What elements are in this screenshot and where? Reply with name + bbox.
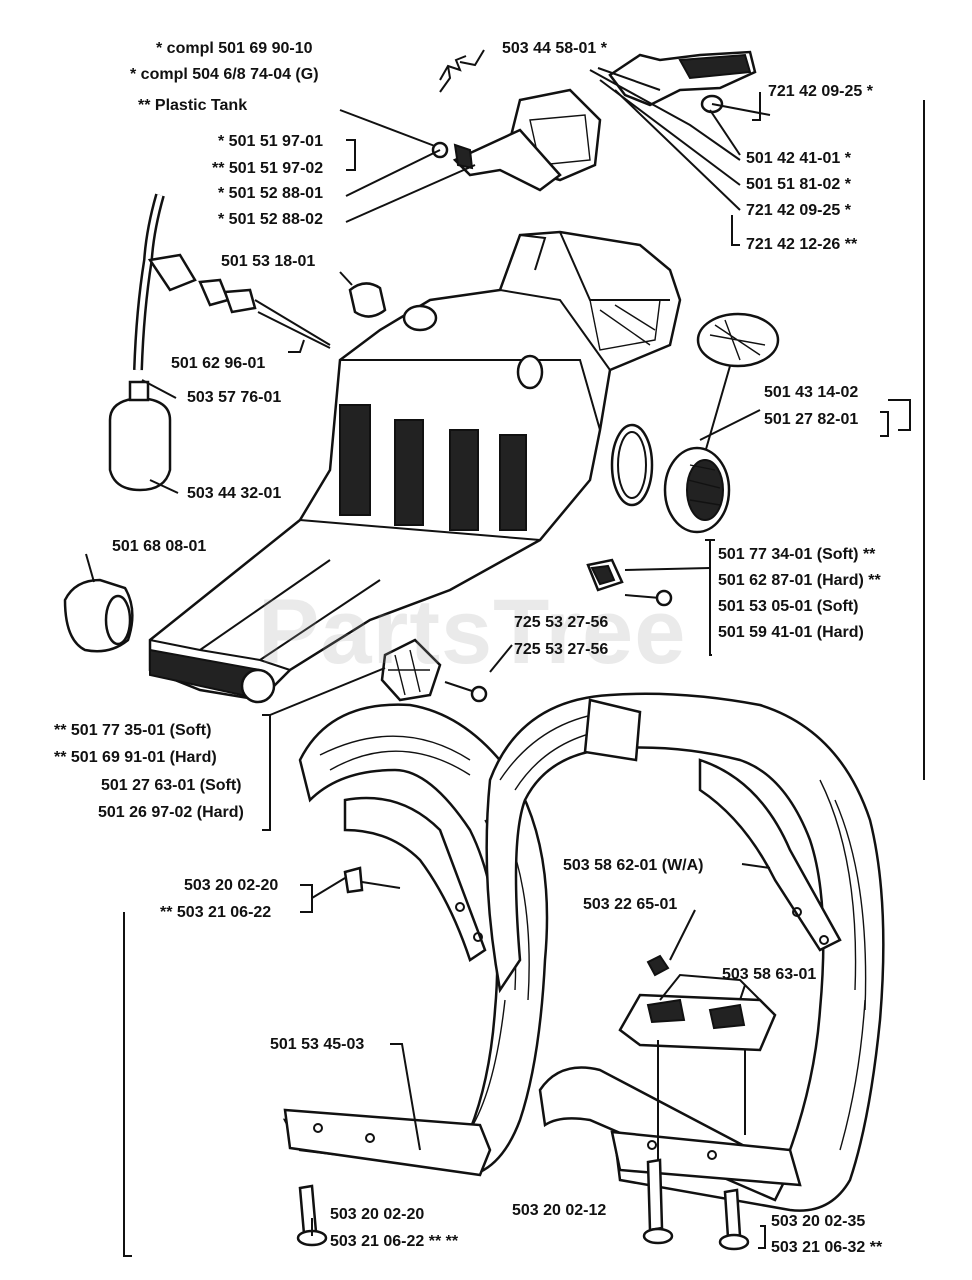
label-721-42-12-26: 721 42 12-26 **	[746, 236, 858, 253]
label-501-51-97-02: ** 501 51 97-02	[212, 160, 324, 177]
label-503-21-06-22-a: ** 503 21 06-22	[160, 904, 272, 921]
mounting-bracket	[618, 954, 777, 1052]
label-721-42-09-25-top: 721 42 09-25 *	[768, 83, 873, 100]
watermark: PartsTree	[258, 581, 687, 683]
label-725-53-27-56-a: 725 53 27-56	[514, 614, 609, 631]
label-501-26-97-02: 501 26 97-02 (Hard)	[98, 804, 244, 821]
label-501-77-34-01: 501 77 34-01 (Soft) **	[718, 546, 876, 563]
label-503-20-02-35: 503 20 02-35	[771, 1213, 866, 1230]
note-compl-504: * compl 504 6/8 74-04 (G)	[130, 66, 319, 83]
label-501-77-35-01: ** 501 77 35-01 (Soft)	[54, 722, 212, 739]
label-501-53-18-01: 501 53 18-01	[221, 253, 316, 270]
label-503-57-76-01: 503 57 76-01	[187, 389, 282, 406]
label-501-27-63-01: 501 27 63-01 (Soft)	[101, 777, 242, 794]
label-501-68-08-01: 501 68 08-01	[112, 538, 207, 555]
note-compl-501: * compl 501 69 90-10	[156, 40, 313, 57]
note-plastic-tank: ** Plastic Tank	[138, 97, 248, 114]
label-501-51-97-01: * 501 51 97-01	[218, 133, 323, 150]
label-503-22-65-01: 503 22 65-01	[583, 896, 678, 913]
av-buffers	[380, 558, 673, 703]
fuel-cap	[610, 312, 780, 534]
label-501-62-87-01: 501 62 87-01 (Hard) **	[718, 572, 881, 589]
label-501-59-41-01: 501 59 41-01 (Hard)	[718, 624, 864, 641]
bottom-screws	[296, 1158, 750, 1251]
label-501-52-88-02: * 501 52 88-02	[218, 211, 323, 228]
fuel-hose-and-filter	[63, 193, 387, 653]
label-721-42-09-25: 721 42 09-25 *	[746, 202, 851, 219]
label-501-53-45-03: 501 53 45-03	[270, 1036, 365, 1053]
label-503-20-02-20-b: 503 20 02-20	[330, 1206, 425, 1223]
trigger-lever-assembly	[339, 50, 771, 192]
label-503-20-02-20-a: 503 20 02-20	[184, 877, 279, 894]
label-501-62-96-01: 501 62 96-01	[171, 355, 266, 372]
label-503-44-32-01: 503 44 32-01	[187, 485, 282, 502]
label-501-43-14-02: 501 43 14-02	[764, 384, 859, 401]
label-501-42-41-01: 501 42 41-01 *	[746, 150, 851, 167]
label-503-21-06-32: 503 21 06-32 **	[771, 1239, 883, 1256]
label-503-58-63-01: 503 58 63-01	[722, 966, 817, 983]
label-501-53-05-01: 501 53 05-01 (Soft)	[718, 598, 859, 615]
label-725-53-27-56-b: 725 53 27-56	[514, 641, 609, 658]
label-503-58-62-01: 503 58 62-01 (W/A)	[563, 857, 704, 874]
label-501-27-82-01: 501 27 82-01	[764, 411, 859, 428]
label-503-21-06-22-b: 503 21 06-22 ** **	[330, 1233, 459, 1250]
label-501-51-81-02: 501 51 81-02 *	[746, 176, 851, 193]
leader-lines	[85, 49, 925, 1257]
label-503-44-58-01: 503 44 58-01 *	[502, 40, 607, 57]
fuel-tank-housing	[148, 230, 682, 704]
label-501-69-91-01: ** 501 69 91-01 (Hard)	[54, 749, 217, 766]
label-501-52-88-01: * 501 52 88-01	[218, 185, 323, 202]
label-503-20-02-12: 503 20 02-12	[512, 1202, 607, 1219]
